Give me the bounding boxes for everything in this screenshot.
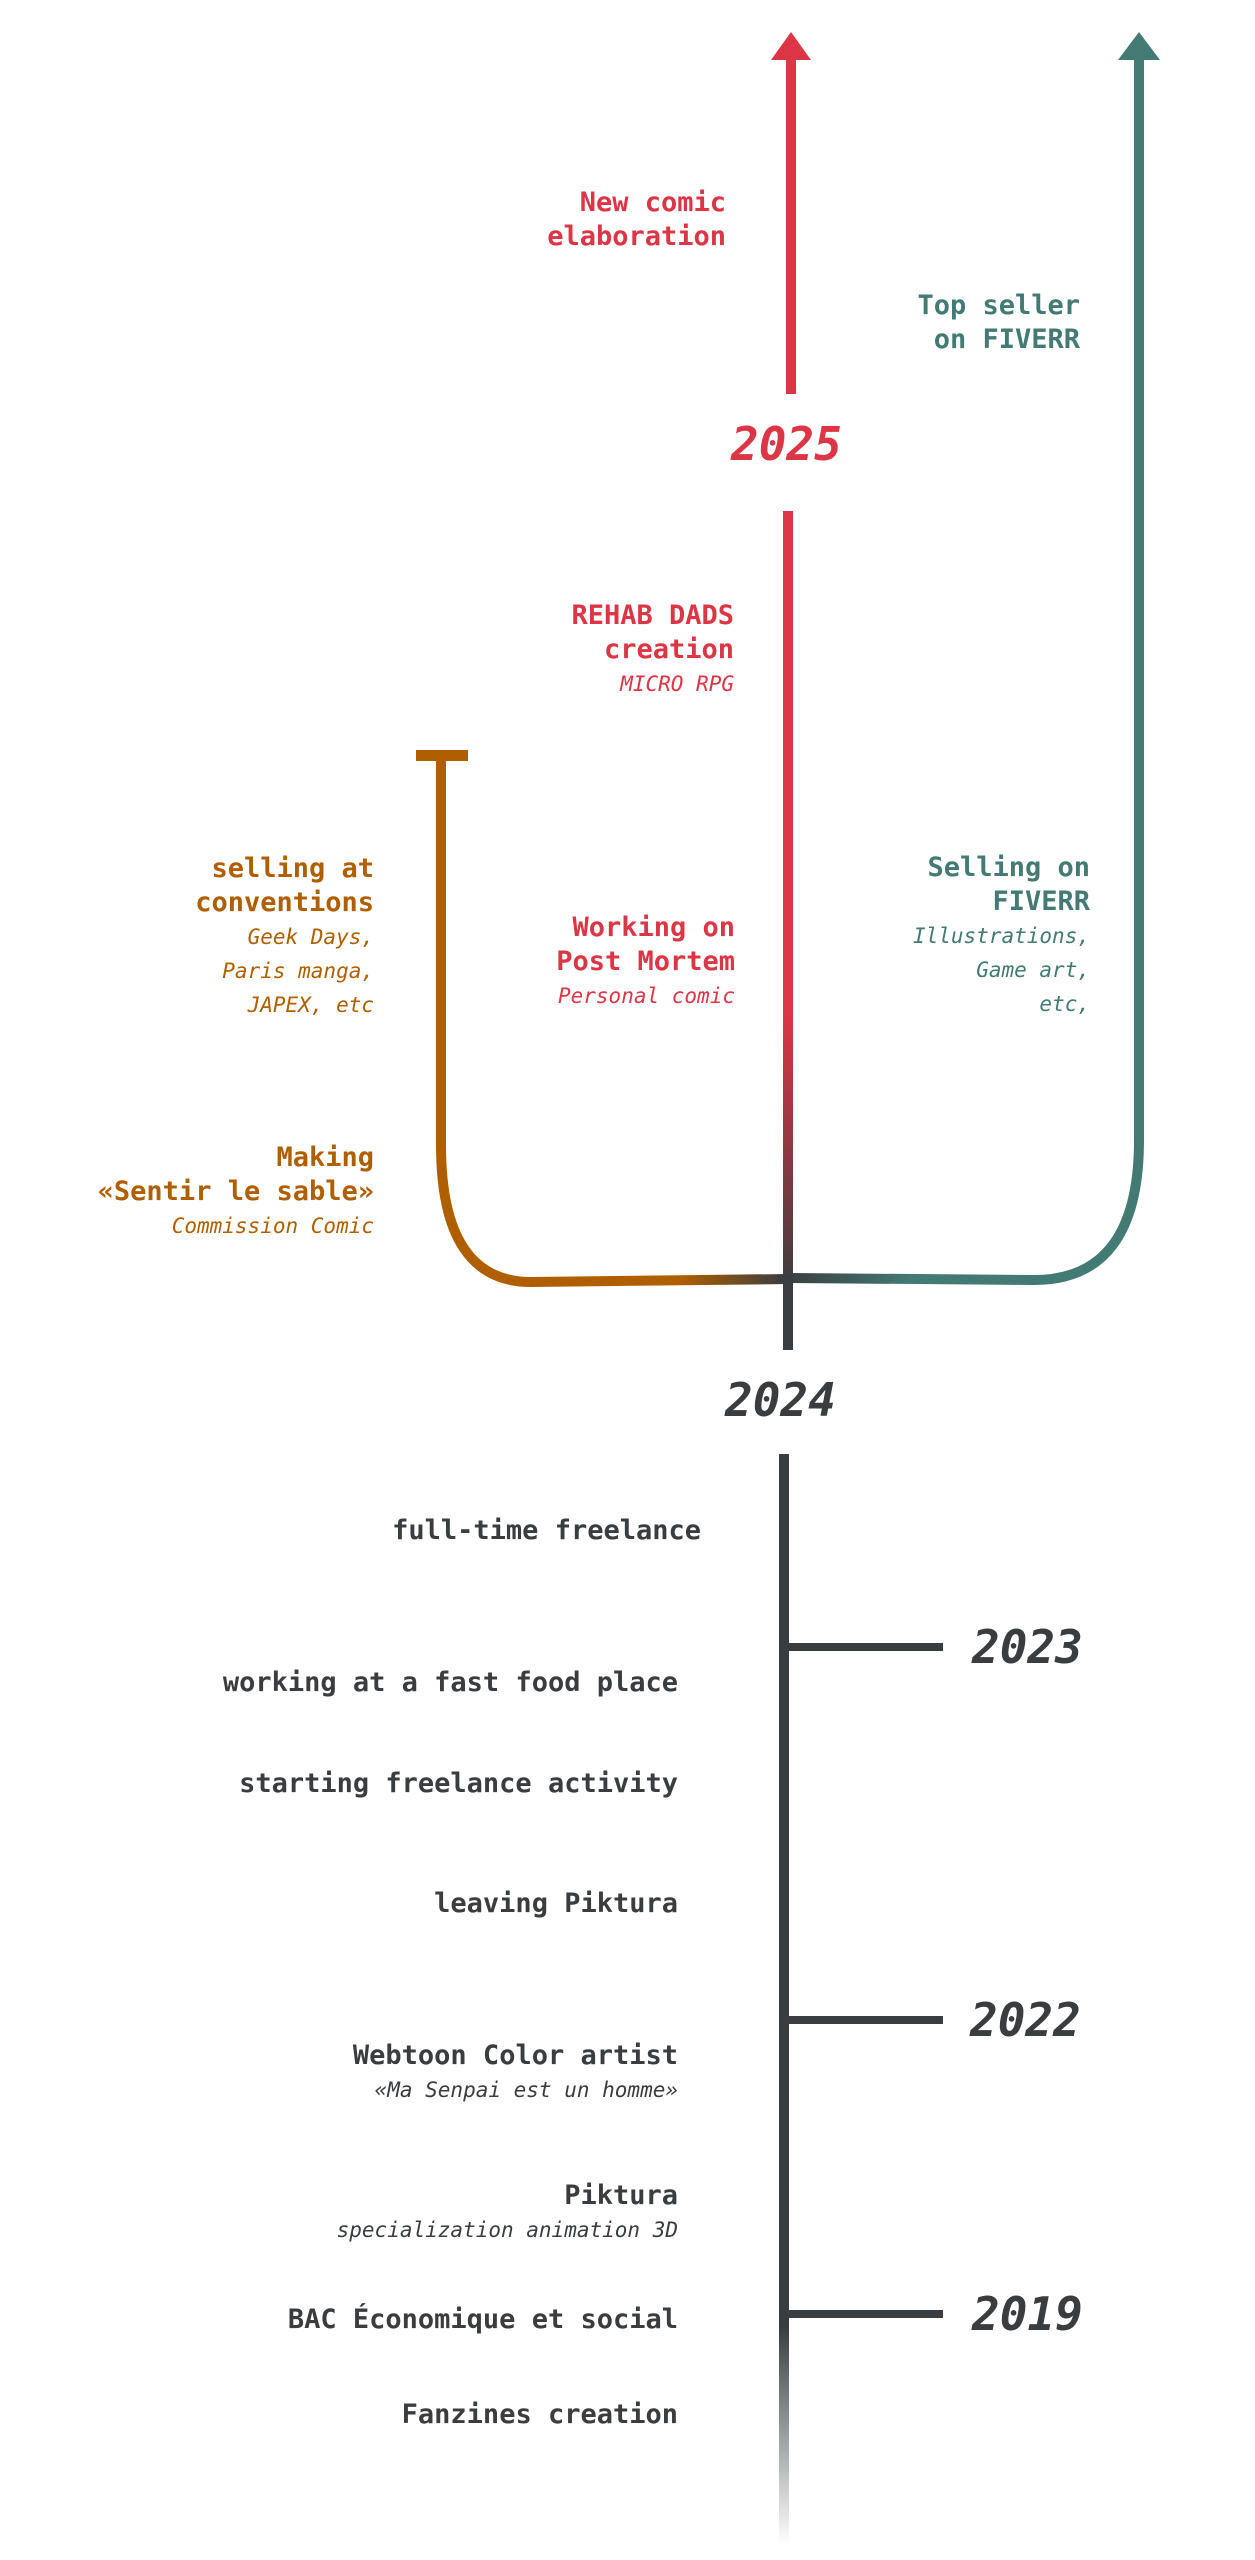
event-title: leaving Piktura xyxy=(434,1888,678,1919)
event-title: Fanzines creation xyxy=(401,2399,678,2430)
event-full-time-freelance: full-time freelance xyxy=(392,1514,701,1548)
event-top-seller: Top seller on FIVERR xyxy=(917,289,1080,357)
event-title: Selling on xyxy=(927,852,1090,883)
event-title: working at a fast food place xyxy=(222,1667,678,1698)
event-title: BAC Économique et social xyxy=(287,2304,678,2335)
event-title: «Sentir le sable» xyxy=(97,1176,374,1207)
year-2025: 2025 xyxy=(731,417,842,471)
arrow-head-icon xyxy=(1118,32,1160,60)
year-2022: 2022 xyxy=(970,1993,1081,2047)
event-title: Webtoon Color artist xyxy=(352,2040,678,2071)
year-2024: 2024 xyxy=(725,1373,836,1427)
event-leaving-piktura: leaving Piktura xyxy=(434,1887,678,1921)
event-title: elaboration xyxy=(547,221,726,252)
event-title: selling at xyxy=(211,853,374,884)
event-subtitle: Paris manga, xyxy=(222,959,374,983)
event-title: Post Mortem xyxy=(556,946,735,977)
event-starting-freelance: starting freelance activity xyxy=(239,1767,678,1801)
orange-branch xyxy=(416,750,791,1288)
event-title: FIVERR xyxy=(992,886,1090,917)
event-title: Top seller xyxy=(917,290,1080,321)
event-title: New comic xyxy=(579,187,726,218)
event-bac: BAC Économique et social xyxy=(288,2303,678,2337)
event-conventions: selling at conventions Geek Days, Paris … xyxy=(195,852,374,1022)
event-new-comic: New comic elaboration xyxy=(547,186,726,254)
event-title: full-time freelance xyxy=(392,1515,701,1546)
event-title: on FIVERR xyxy=(933,324,1080,355)
event-subtitle: Personal comic xyxy=(557,984,735,1008)
event-subtitle: Commission Comic xyxy=(171,1214,374,1238)
event-post-mortem: Working on Post Mortem Personal comic xyxy=(556,911,735,1013)
event-subtitle: specialization animation 3D xyxy=(336,2218,678,2242)
event-webtoon-color-artist: Webtoon Color artist «Ma Senpai est un h… xyxy=(353,2039,678,2107)
event-subtitle: MICRO RPG xyxy=(620,672,734,696)
event-title: Piktura xyxy=(564,2180,678,2211)
red-arrow xyxy=(771,32,811,394)
event-selling-fiverr: Selling on FIVERR Illustrations, Game ar… xyxy=(913,851,1090,1021)
year-2019: 2019 xyxy=(972,2287,1083,2341)
teal-arrow xyxy=(789,32,1160,1286)
event-title: Making xyxy=(276,1142,374,1173)
event-subtitle: JAPEX, etc xyxy=(247,993,374,1017)
arrow-head-icon xyxy=(771,32,811,60)
year-2023: 2023 xyxy=(972,1620,1083,1674)
event-sentir-le-sable: Making «Sentir le sable» Commission Comi… xyxy=(98,1141,374,1243)
event-title: creation xyxy=(603,634,734,665)
end-cap xyxy=(416,750,468,761)
event-piktura: Piktura specialization animation 3D xyxy=(337,2179,678,2247)
event-subtitle: Geek Days, xyxy=(247,925,374,949)
event-fast-food: working at a fast food place xyxy=(223,1666,678,1700)
event-title: REHAB DADS xyxy=(571,600,734,631)
event-subtitle: Illustrations, xyxy=(912,924,1090,948)
event-subtitle: «Ma Senpai est un homme» xyxy=(374,2078,678,2102)
event-subtitle: Game art, xyxy=(976,958,1090,982)
event-title: starting freelance activity xyxy=(239,1768,678,1799)
event-title: Working on xyxy=(572,912,735,943)
event-rehab-dads: REHAB DADS creation MICRO RPG xyxy=(571,599,734,701)
event-fanzines: Fanzines creation xyxy=(402,2398,678,2432)
event-subtitle: etc, xyxy=(1039,992,1090,1016)
event-title: conventions xyxy=(195,887,374,918)
